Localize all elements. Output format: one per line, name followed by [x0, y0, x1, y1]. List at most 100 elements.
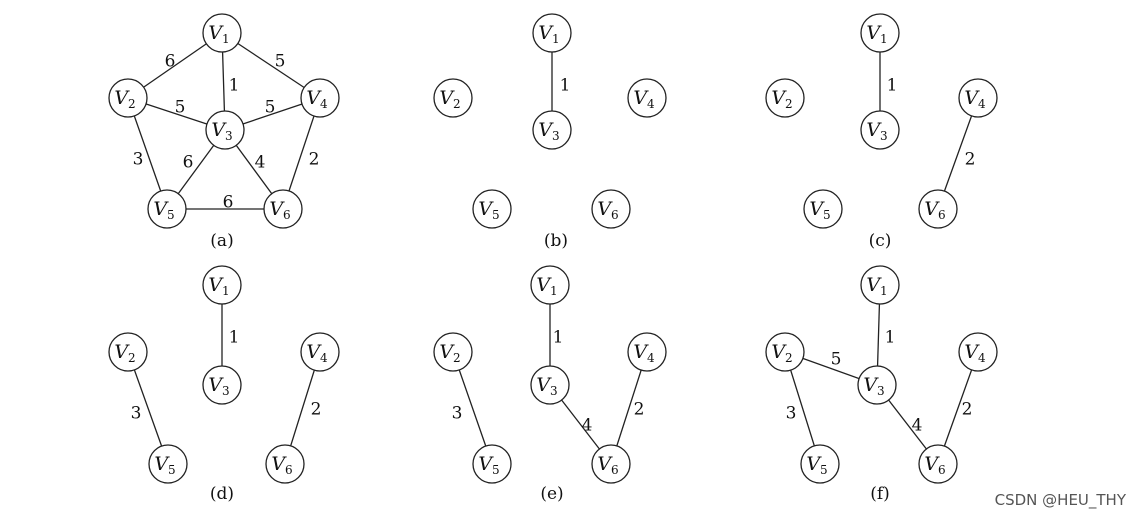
node-b-v6: V6 — [591, 189, 631, 229]
node-circle — [958, 78, 998, 118]
node-f-v6: V6 — [918, 444, 958, 484]
node-label: V2 — [114, 87, 135, 111]
edge-f-v4-v6 — [937, 351, 979, 465]
node-letter: V — [439, 87, 455, 109]
edge-weight-d-v1-v3: 1 — [229, 328, 240, 348]
node-label: V4 — [633, 87, 655, 111]
node-subscript: 3 — [222, 384, 230, 398]
node-subscript: 1 — [222, 284, 230, 298]
node-e-v5: V5 — [472, 444, 512, 484]
node-label: V6 — [597, 198, 618, 222]
node-e-v2: V2 — [433, 332, 473, 372]
edge-weight-a-v5-v6: 6 — [223, 193, 234, 213]
node-b-v3: V3 — [532, 110, 572, 150]
node-letter: V — [924, 453, 940, 475]
edge-weight-c-v1-v3: 1 — [887, 76, 898, 96]
node-letter: V — [211, 119, 227, 141]
edge-weight-a-v3-v5: 6 — [183, 153, 194, 173]
node-c-v4: V4 — [958, 78, 998, 118]
node-a-v3: V3 — [205, 110, 245, 150]
node-label: V6 — [597, 453, 618, 477]
node-subscript: 2 — [128, 351, 136, 365]
edge-weight-e-v2-v5: 3 — [452, 404, 463, 424]
node-subscript: 4 — [978, 351, 986, 365]
node-letter: V — [154, 453, 170, 475]
node-letter: V — [964, 341, 980, 363]
node-subscript: 6 — [938, 463, 946, 477]
node-letter: V — [771, 341, 787, 363]
node-circle — [202, 265, 242, 305]
node-label: V6 — [269, 198, 290, 222]
node-circle — [472, 444, 512, 484]
node-circle — [433, 78, 473, 118]
node-subscript: 6 — [285, 463, 293, 477]
node-letter: V — [597, 453, 613, 475]
node-letter: V — [964, 87, 980, 109]
node-circle — [860, 110, 900, 150]
edge-weight-f-v1-v3: 1 — [885, 328, 896, 348]
node-label: V3 — [208, 374, 229, 398]
node-label: V1 — [866, 274, 887, 298]
node-subscript: 1 — [880, 32, 888, 46]
node-e-v3: V3 — [530, 365, 570, 405]
node-letter: V — [536, 274, 552, 296]
node-label: V1 — [208, 274, 229, 298]
node-circle — [918, 189, 958, 229]
node-label: V4 — [964, 341, 986, 365]
panel-caption-b: (b) — [544, 231, 568, 251]
node-circle — [472, 189, 512, 229]
panel-caption-d: (d) — [210, 484, 234, 504]
node-letter: V — [439, 341, 455, 363]
node-letter: V — [269, 198, 285, 220]
node-subscript: 3 — [225, 129, 233, 143]
node-subscript: 3 — [550, 384, 558, 398]
node-d-v4: V4 — [300, 332, 340, 372]
edge-weight-b-v1-v3: 1 — [560, 76, 571, 96]
node-subscript: 4 — [647, 351, 655, 365]
node-e-v4: V4 — [627, 332, 667, 372]
node-subscript: 5 — [168, 463, 176, 477]
node-d-v1: V1 — [202, 265, 242, 305]
node-subscript: 1 — [222, 32, 230, 46]
edge-weight-e-v1-v3: 1 — [553, 328, 564, 348]
node-label: V6 — [924, 453, 945, 477]
node-subscript: 2 — [128, 97, 136, 111]
node-subscript: 2 — [453, 351, 461, 365]
node-label: V2 — [114, 341, 135, 365]
edge-d-v2-v5 — [127, 351, 169, 465]
node-c-v6: V6 — [918, 189, 958, 229]
node-letter: V — [633, 87, 649, 109]
node-circle — [627, 78, 667, 118]
node-letter: V — [478, 198, 494, 220]
node-f-v5: V5 — [800, 444, 840, 484]
node-a-v1: V1 — [202, 13, 242, 53]
node-circle — [860, 265, 900, 305]
node-subscript: 5 — [492, 463, 500, 477]
node-circle — [591, 444, 631, 484]
node-letter: V — [153, 198, 169, 220]
node-letter: V — [771, 87, 787, 109]
node-letter: V — [809, 198, 825, 220]
edge-e-v2-v5 — [452, 351, 493, 465]
node-label: V2 — [439, 341, 460, 365]
node-circle — [300, 332, 340, 372]
node-label: V1 — [538, 22, 559, 46]
node-letter: V — [866, 22, 882, 44]
node-label: V6 — [924, 198, 945, 222]
node-subscript: 2 — [453, 97, 461, 111]
node-label: V2 — [439, 87, 460, 111]
node-label: V3 — [536, 374, 557, 398]
node-subscript: 5 — [167, 208, 175, 222]
node-circle — [857, 365, 897, 405]
edge-weight-f-v2-v5: 3 — [786, 404, 797, 424]
node-circle — [530, 265, 570, 305]
node-subscript: 1 — [880, 284, 888, 298]
node-c-v3: V3 — [860, 110, 900, 150]
node-circle — [532, 110, 572, 150]
edge-weight-f-v4-v6: 2 — [962, 400, 973, 420]
node-circle — [108, 332, 148, 372]
node-b-v1: V1 — [532, 13, 572, 53]
node-d-v3: V3 — [202, 365, 242, 405]
